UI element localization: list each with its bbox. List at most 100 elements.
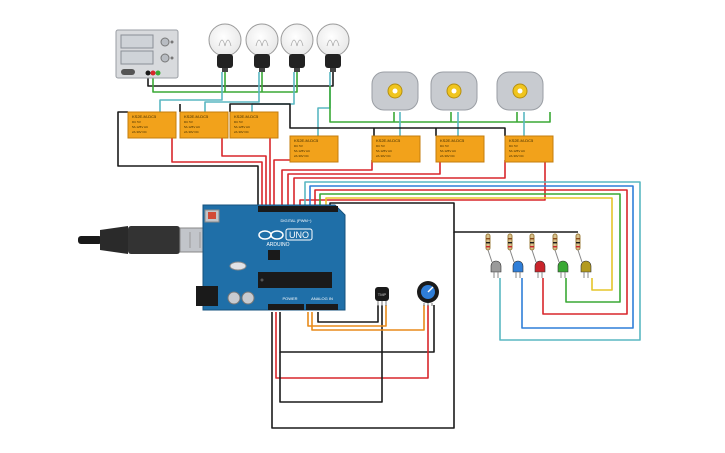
led-bank (485, 233, 592, 278)
relay-spec-label: DC 5V (294, 144, 303, 148)
relay-spec-label: 5A 125V AC (440, 149, 457, 153)
voltage-knob-icon[interactable] (160, 37, 170, 47)
relay-spec-label: 2A 30V DC (234, 130, 250, 134)
dc-motor[interactable] (371, 71, 419, 111)
relay-spec-label: DC 5V (234, 120, 243, 124)
relay-spec-label: DC 5V (509, 144, 518, 148)
terminal-negative[interactable] (145, 70, 151, 76)
potentiometer[interactable] (417, 281, 439, 306)
resistor[interactable] (552, 233, 560, 263)
current-knob-icon[interactable] (160, 53, 170, 63)
wire-red[interactable] (287, 160, 441, 210)
wire-red[interactable] (221, 138, 267, 210)
wire-red[interactable] (171, 138, 263, 210)
relay-spec-label: 5A 125V AC (294, 149, 311, 153)
wire-teal[interactable] (304, 181, 641, 341)
wire-orange[interactable] (311, 305, 425, 331)
relay-model-label: KS2E-M-DC5 (376, 138, 401, 143)
analog-header-label: ANALOG IN (311, 296, 333, 301)
usb-cable[interactable] (78, 226, 211, 254)
wire-black[interactable] (279, 305, 383, 403)
digital-header-label: DIGITAL (PWM~) (281, 218, 313, 223)
wire-teal[interactable] (204, 72, 260, 112)
wire-green[interactable] (319, 193, 621, 303)
wire-green[interactable] (329, 86, 551, 123)
wire-black[interactable] (147, 72, 334, 87)
wire-red[interactable] (275, 305, 429, 379)
relay-model-label: KS2E-M-DC5 (440, 138, 465, 143)
light-bulb[interactable] (208, 23, 242, 72)
power-supply[interactable] (115, 29, 179, 79)
relay-model-label: KS2E-M-DC5 (509, 138, 534, 143)
arduino-uno-board[interactable]: DIGITAL (PWM~) UNO ARDUINO POWER ANALOG … (196, 204, 346, 311)
wire-red[interactable] (281, 160, 373, 210)
led[interactable] (534, 260, 546, 278)
wire-black[interactable] (271, 232, 455, 429)
light-bulbs (208, 23, 350, 72)
relay-spec-label: 2A 30V DC (440, 154, 456, 158)
wire-teal[interactable] (317, 72, 331, 136)
relay-model-label: KS2E-M-DC5 (132, 114, 157, 119)
temperature-sensor[interactable]: TMP (375, 287, 389, 306)
relay-spec-label: DC 5V (376, 144, 385, 148)
relay-spec-label: 2A 30V DC (294, 154, 310, 158)
resistor[interactable] (507, 233, 515, 263)
board-brand: ARDUINO (266, 242, 289, 248)
wire-red[interactable] (314, 189, 628, 315)
wire-blue[interactable] (309, 185, 634, 329)
wire-black[interactable] (317, 305, 379, 323)
wire-red[interactable] (273, 159, 290, 210)
analog-header[interactable] (306, 304, 338, 310)
led[interactable] (557, 260, 569, 278)
led[interactable] (580, 260, 592, 278)
power-header[interactable] (268, 304, 304, 310)
relay-model-label: KS2E-M-DC5 (184, 114, 209, 119)
relay-spec-label: DC 5V (184, 120, 193, 124)
dc-motor[interactable] (430, 71, 478, 111)
led[interactable] (490, 260, 502, 278)
wire-teal[interactable] (159, 72, 223, 112)
relay-spec-label: 5A 125V AC (376, 149, 393, 153)
relay-spec-label: 2A 30V DC (376, 154, 392, 158)
light-bulb[interactable] (316, 23, 350, 72)
board-model: UNO (289, 230, 309, 240)
terminal-ground[interactable] (155, 70, 161, 76)
resistor[interactable] (575, 233, 583, 263)
wire-black[interactable] (117, 111, 259, 210)
led[interactable] (512, 260, 524, 278)
power-switch[interactable] (121, 69, 135, 75)
wire-red[interactable] (293, 160, 506, 210)
wire-orange[interactable] (307, 305, 387, 327)
resistor[interactable] (485, 233, 493, 263)
wire-black[interactable] (279, 305, 435, 353)
wire-black[interactable] (329, 202, 578, 233)
wire-black[interactable] (229, 103, 506, 136)
dc-motor[interactable] (496, 71, 544, 111)
dc-motors (371, 71, 544, 111)
resistor[interactable] (529, 233, 537, 263)
power-jack (196, 286, 218, 306)
relay-spec-label: 2A 30V DC (509, 154, 525, 158)
relay-model-label: KS2E-M-DC5 (234, 114, 259, 119)
light-bulb[interactable] (280, 23, 314, 72)
relay-spec-label: DC 5V (132, 120, 141, 124)
terminal-positive[interactable] (150, 70, 156, 76)
reset-button[interactable] (208, 212, 216, 219)
light-bulb[interactable] (245, 23, 279, 72)
relay-spec-label: 5A 125V AC (184, 125, 201, 129)
voltage-display (120, 34, 154, 49)
relay-spec-label: 5A 125V AC (234, 125, 251, 129)
power-header-label: POWER (282, 296, 297, 301)
arduino-logo-icon (258, 230, 284, 240)
digital-header[interactable] (258, 206, 338, 212)
wire-yellow[interactable] (325, 197, 613, 291)
